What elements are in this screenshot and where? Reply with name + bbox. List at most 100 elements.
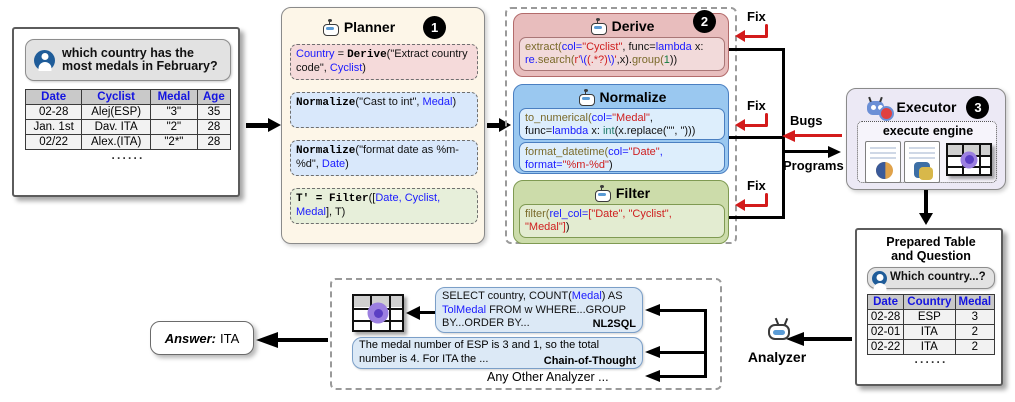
answer-box: Answer: ITA: [150, 321, 254, 355]
code-token: r': [574, 54, 581, 66]
code-token: Date, Cyclist, Medal: [296, 192, 441, 218]
code-token: group(: [631, 54, 664, 66]
cell: 3: [954, 309, 996, 325]
analyzer-label-group: Analyzer: [735, 317, 819, 365]
table-row: 02-28 ESP 3: [866, 309, 996, 325]
programs-arrow: [782, 146, 844, 158]
code-token: )): [669, 54, 678, 66]
code-token: "Cyclist": [582, 41, 623, 53]
prepared-question-pill: Which country...?: [867, 267, 995, 289]
column-header-age: Age: [196, 89, 232, 105]
input-table: Date Cyclist Medal Age 02-28 Alej(ESP) "…: [24, 89, 232, 165]
code-token: ) AS: [601, 290, 623, 302]
arrow-input-to-planner: [246, 118, 282, 132]
to-numerical-code-block[interactable]: to_numerical(col="Medal",func=lambda x: …: [519, 108, 725, 140]
code-token: ("Extract country code",: [296, 48, 468, 74]
code-token: rel_col=: [549, 208, 589, 220]
code-token: format_datetime(: [525, 146, 609, 158]
code-token: lambda: [552, 125, 589, 137]
derive-code-block[interactable]: extract(col="Cyclist", func=lambda x:re.…: [519, 37, 725, 71]
table-row: 02-28 Alej(ESP) "3" 35: [24, 104, 232, 120]
code-token: extract(: [525, 41, 562, 53]
answer-prefix: Answer:: [164, 330, 217, 346]
execute-engine-label: execute engine: [882, 124, 974, 138]
execute-engine-box: execute engine: [857, 121, 997, 183]
code-token: x:: [691, 41, 704, 53]
arrow-bus-to-other: [645, 370, 707, 383]
filter-group: Filter filter(rel_col=["Date", "Cyclist"…: [513, 180, 729, 244]
table-result-icon: [946, 143, 992, 176]
bugs-label: Bugs: [790, 113, 823, 128]
table-header-row: Date Country Medal: [866, 294, 996, 310]
analyzer-result-table-icon: [352, 294, 404, 332]
cell: 2: [954, 339, 996, 355]
bugs-arrow: [782, 130, 842, 142]
robot-icon: [322, 18, 339, 36]
derive-group: Derive extract(col="Cyclist", func=lambd…: [513, 13, 729, 77]
planner-step-derive[interactable]: Country = Derive("Extract country code",…: [290, 44, 478, 80]
executor-robot-icon: [865, 96, 894, 121]
cot-label: Chain-of-Thought: [540, 355, 636, 367]
robot-icon: [578, 88, 595, 106]
answer-value: ITA: [220, 330, 240, 346]
planner-header: Planner 1: [282, 15, 486, 39]
code-token: re.: [525, 54, 538, 66]
prepared-question-text: Which country...?: [890, 271, 986, 284]
cell: 2: [954, 324, 996, 340]
derive-title: Derive: [611, 18, 655, 34]
cot-block[interactable]: The medal number of ESP is 3 and 1, so t…: [352, 337, 643, 369]
cell: "3": [150, 104, 198, 120]
table-row: 02-01 ITA 2: [866, 324, 996, 340]
cell: ESP: [903, 309, 956, 325]
planner-step-normalize-date[interactable]: Normalize("format date as %m-%d", Date): [290, 140, 478, 176]
code-token: filter(: [525, 208, 550, 220]
executor-title: Executor: [896, 99, 957, 115]
code-token: "Medal"]: [525, 221, 566, 233]
code-token: ([: [368, 192, 376, 204]
cell: Alex.(ITA): [81, 134, 151, 150]
code-token: format=: [525, 159, 563, 171]
arrow-bus-to-nl2sql: [645, 304, 707, 317]
code-token: (x.replace("", ")): [614, 125, 692, 137]
code-token: (.*?): [587, 54, 608, 66]
planner-step-normalize-medal[interactable]: Normalize("Cast to int", Medal): [290, 92, 478, 128]
analyzer-container: [330, 278, 722, 390]
fix-arrow-filter: [735, 193, 781, 217]
user-avatar-icon: [872, 270, 887, 286]
arrow-analyzer-to-answer: [256, 332, 328, 348]
cell: Jan. 1st: [24, 119, 83, 135]
program-line-filter: [729, 216, 785, 219]
input-panel: which country has the most medals in Feb…: [12, 27, 240, 197]
code-token: func=: [525, 125, 553, 137]
table-ellipsis: ······: [111, 151, 145, 165]
code-token: ,: [659, 146, 663, 158]
code-token: Date: [321, 158, 346, 170]
code-token: col=: [561, 41, 583, 53]
code-token: Normalize: [296, 97, 356, 109]
executor-badge: 3: [966, 95, 990, 119]
prepared-title: Prepared Table and Question: [857, 235, 1005, 263]
code-token: =: [337, 48, 348, 60]
analyzer-bus-trunk: [704, 310, 707, 378]
pandas-doc-icon: [865, 141, 901, 183]
code-token: ): [452, 96, 457, 108]
code-token: ): [608, 159, 613, 171]
prepared-table-panel: Prepared Table and Question Which countr…: [855, 228, 1003, 386]
filter-header: Filter: [514, 184, 730, 202]
format-datetime-code-block[interactable]: format_datetime(col="Date",format="%m-%d…: [519, 142, 725, 172]
planner-step-filter[interactable]: T' = Filter([Date, Cyclist, Medal], T): [290, 188, 478, 224]
code-token: FROM w WHERE...GROUP: [486, 303, 626, 316]
column-header-medal: Medal: [150, 89, 198, 105]
executor-panel: Executor 3 execute engine: [846, 88, 1006, 190]
cell: 02/22: [24, 134, 83, 150]
filter-code-block[interactable]: filter(rel_col=["Date", "Cyclist","Medal…: [519, 204, 725, 238]
fix-label-derive: Fix: [747, 9, 766, 24]
column-header-medal: Medal: [954, 294, 996, 310]
arrow-executor-to-prepared: [919, 190, 933, 226]
planner-badge: 1: [423, 15, 447, 39]
user-question-pill: which country has the most medals in Feb…: [25, 39, 231, 81]
operators-badge: 2: [693, 10, 716, 33]
filter-title: Filter: [615, 185, 651, 201]
code-token: "Date": [628, 146, 660, 158]
